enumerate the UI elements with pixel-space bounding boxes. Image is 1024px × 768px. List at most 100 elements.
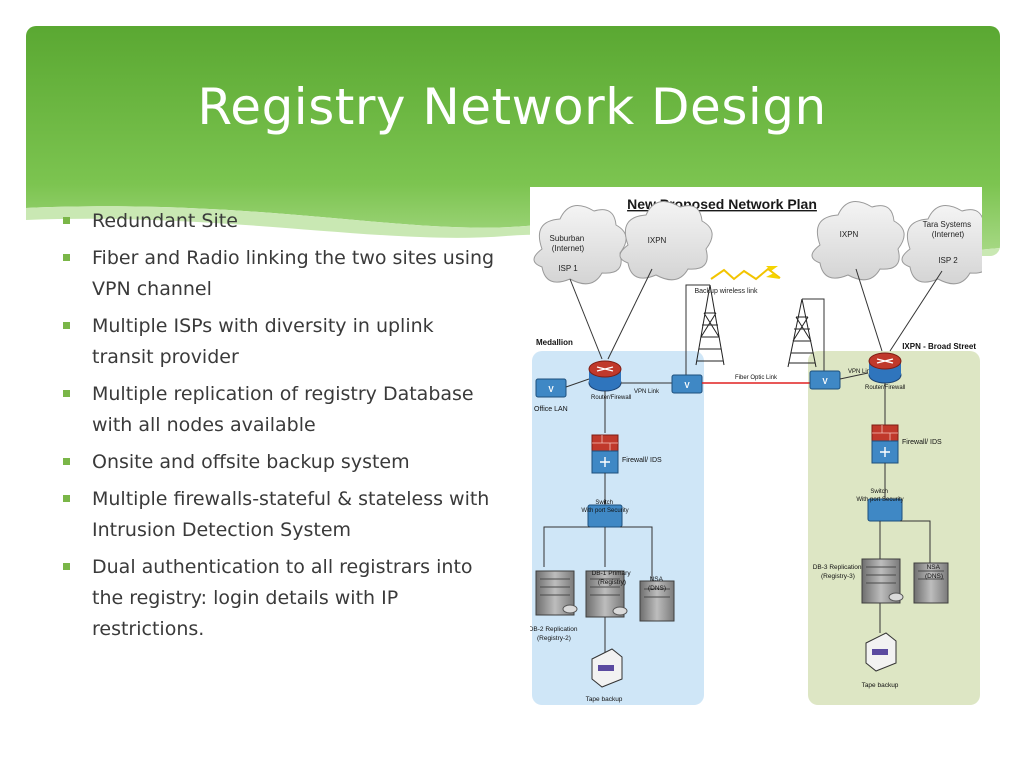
- bullet-item: Fiber and Radio linking the two sites us…: [60, 243, 500, 305]
- cloud-icon: [533, 205, 627, 285]
- right-db3-label-line1: DB-3 Replication: [813, 564, 862, 571]
- cloud-icon: [619, 201, 713, 281]
- right-firewall-label: Firewall/ IDS: [902, 439, 942, 446]
- right-nsa-label-line1: NSA: [927, 564, 941, 571]
- server-icon: [913, 562, 949, 604]
- left-server-links: [543, 526, 653, 581]
- bullet-item: Multiple replication of registry Databas…: [60, 379, 500, 441]
- bullet-item: Dual authentication to all registrars in…: [60, 552, 500, 645]
- right-nsa-label-line2: (DNS): [925, 573, 943, 580]
- router-icon: [588, 360, 622, 392]
- left-site-name: Medallion: [536, 338, 573, 347]
- router-icon: [868, 352, 902, 384]
- office-lan-label: Office LAN: [534, 406, 568, 413]
- isp1-label: ISP 1: [558, 264, 578, 273]
- left-db2-label-line2: (Registry-2): [537, 635, 571, 642]
- right-site-name: IXPN - Broad Street: [902, 342, 976, 351]
- switch-icon: V: [671, 374, 703, 394]
- square-bullet-icon: [63, 254, 70, 261]
- left-nsa-label: NSA (DNS): [648, 576, 666, 592]
- left-tape-label: Tape backup: [586, 696, 623, 703]
- firewall-icon: [871, 424, 899, 464]
- left-db2-label: DB-2 Replication (Registry-2): [530, 626, 579, 642]
- square-bullet-icon: [63, 390, 70, 397]
- left-router-label: Router/Firewall: [591, 395, 631, 401]
- left-nsa-label-line1: NSA: [650, 576, 664, 583]
- right-switch-label: Switch With port Security: [856, 489, 903, 503]
- fiber-link-label: Fiber Optic Link: [735, 375, 778, 381]
- slide-title: Registry Network Design: [197, 78, 827, 136]
- lightning-icon: [710, 267, 781, 281]
- right-tape-label: Tape backup: [862, 682, 899, 689]
- switch-badge: V: [548, 385, 554, 394]
- firewall-icon: [591, 434, 619, 474]
- isp1-cloud-sub: (Internet): [552, 244, 585, 253]
- left-db1-label-line1: DB-1 Primary: [592, 570, 632, 577]
- square-bullet-icon: [63, 458, 70, 465]
- left-nsa-label-line2: (DNS): [648, 585, 666, 592]
- bullet-text: Multiple ISPs with diversity in uplink t…: [92, 315, 434, 368]
- square-bullet-icon: [63, 495, 70, 502]
- cloud-icon: [811, 201, 905, 281]
- bullet-item: Redundant Site: [60, 206, 500, 237]
- left-firewall-label: Firewall/ IDS: [622, 457, 662, 464]
- isp2-label: ISP 2: [938, 256, 958, 265]
- lan-link: [565, 378, 590, 388]
- right-vpn-line: [839, 372, 869, 380]
- switch-icon: V: [809, 370, 841, 390]
- left-switch-label-line2: With port Security: [581, 508, 628, 514]
- isp1-cloud-name: Suburban: [550, 234, 585, 243]
- right-switch-label-line1: Switch: [870, 489, 888, 495]
- switch-icon: V: [535, 378, 567, 398]
- server-icon: [535, 570, 578, 616]
- left-switch-label: Switch With port Security: [581, 500, 628, 514]
- left-db1-label: DB-1 Primary (Registry): [592, 570, 633, 586]
- left-switch-label-line1: Switch: [595, 500, 613, 506]
- server-icon: [585, 570, 628, 618]
- bullet-text: Redundant Site: [92, 210, 238, 232]
- secure-switch-icon: [867, 498, 903, 522]
- radio-tower-icon: [695, 284, 725, 366]
- left-vpn-label: VPN Link: [634, 389, 660, 395]
- bullet-text: Dual authentication to all registrars in…: [92, 556, 473, 640]
- isp-uplinks: [569, 268, 943, 360]
- isp2-cloud-name: Tara Systems: [923, 220, 971, 229]
- right-site-zone: [808, 351, 980, 705]
- right-ixp-cloud-label: IXPN: [840, 230, 859, 239]
- right-nsa-label: NSA (DNS): [925, 564, 943, 580]
- right-vpn-label: VPN Link: [848, 369, 874, 375]
- bullet-item: Multiple ISPs with diversity in uplink t…: [60, 311, 500, 373]
- tape-drive-icon: [865, 632, 897, 672]
- network-diagram: New Proposed Network Plan Suburban (Inte…: [530, 187, 982, 708]
- isp2-cloud-label: Tara Systems (Internet): [923, 220, 974, 239]
- right-db3-label: DB-3 Replication (Registry-3): [813, 564, 864, 580]
- isp1-cloud-label: Suburban (Internet): [550, 234, 587, 253]
- bullet-text: Multiple replication of registry Databas…: [92, 383, 474, 436]
- square-bullet-icon: [63, 217, 70, 224]
- switch-badge: V: [822, 377, 828, 386]
- tape-drive-icon: [591, 648, 623, 688]
- bullet-text: Multiple firewalls-stateful & stateless …: [92, 488, 490, 541]
- left-db1-label-line2: (Registry): [598, 579, 626, 586]
- square-bullet-icon: [63, 322, 70, 329]
- radio-tower-icon: [787, 298, 817, 368]
- isp2-cloud-sub: (Internet): [932, 230, 965, 239]
- bullet-text: Fiber and Radio linking the two sites us…: [92, 247, 495, 300]
- bullet-list: Redundant Site Fiber and Radio linking t…: [60, 206, 500, 651]
- square-bullet-icon: [63, 563, 70, 570]
- left-ixp-cloud-label: IXPN: [648, 236, 667, 245]
- switch-badge: V: [684, 381, 690, 390]
- bullet-item: Multiple firewalls-stateful & stateless …: [60, 484, 500, 546]
- server-icon: [861, 558, 904, 604]
- tower-connections: [685, 284, 825, 383]
- right-db3-label-line2: (Registry-3): [821, 573, 855, 580]
- left-db2-label-line1: DB-2 Replication: [530, 626, 578, 633]
- bullet-text: Onsite and offsite backup system: [92, 451, 410, 473]
- cloud-icon: [901, 205, 982, 285]
- bullet-item: Onsite and offsite backup system: [60, 447, 500, 478]
- server-icon: [639, 580, 675, 622]
- wireless-link-label: Backup wireless link: [694, 288, 758, 295]
- right-switch-label-line2: With port Security: [856, 497, 903, 503]
- lightning-bolt-icon: [766, 266, 780, 279]
- left-site-zone: [532, 351, 704, 705]
